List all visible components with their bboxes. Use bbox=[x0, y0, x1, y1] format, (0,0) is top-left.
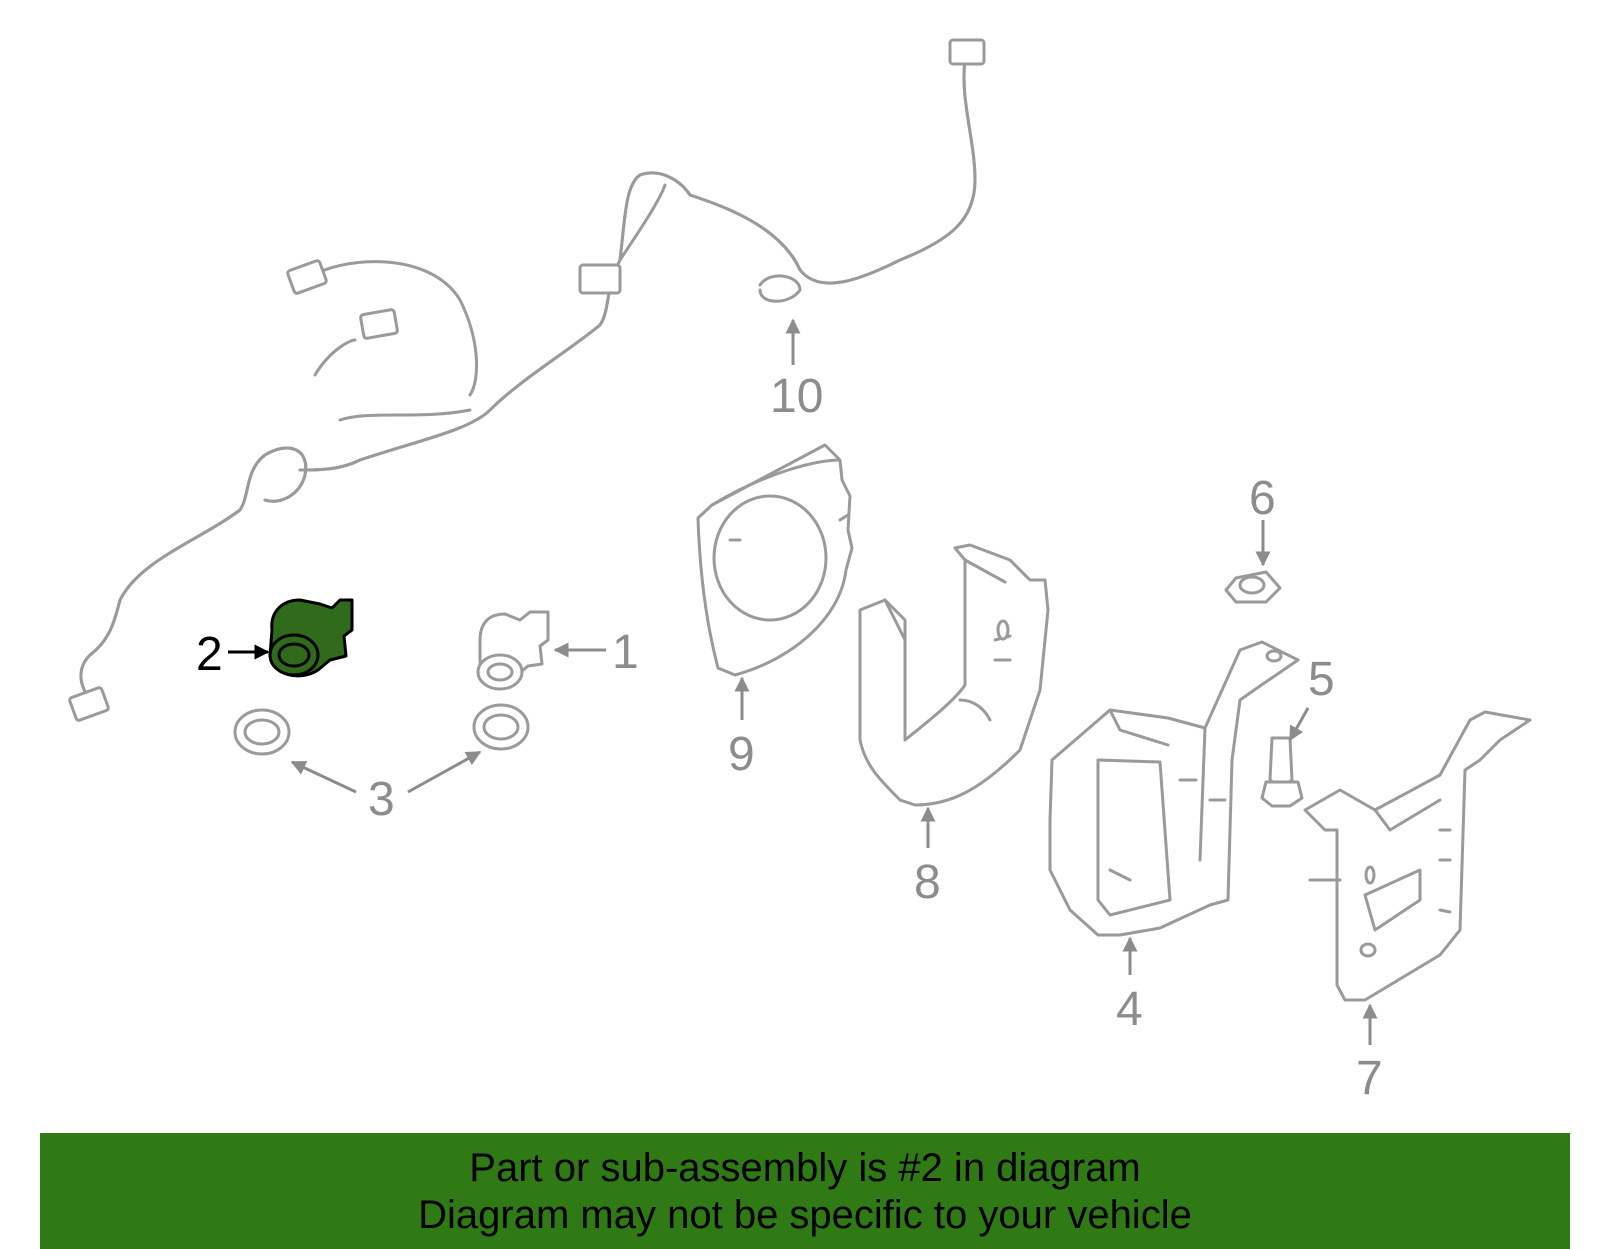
callout-4: 4 bbox=[1116, 983, 1143, 1036]
callout-2: 2 bbox=[196, 628, 223, 681]
nut[interactable] bbox=[1224, 570, 1282, 604]
callout-6: 6 bbox=[1249, 472, 1276, 525]
banner-line-2: Diagram may not be specific to your vehi… bbox=[418, 1193, 1192, 1237]
banner-line-1: Part or sub-assembly is #2 in diagram bbox=[469, 1146, 1141, 1190]
callout-3: 3 bbox=[368, 773, 395, 826]
parking-sensor[interactable] bbox=[476, 610, 550, 691]
sensor-seal-left[interactable] bbox=[233, 708, 291, 756]
callout-9: 9 bbox=[728, 728, 755, 781]
leader-lines bbox=[228, 318, 1378, 1045]
callout-5: 5 bbox=[1308, 653, 1335, 706]
parking-sensor-highlighted[interactable] bbox=[268, 598, 354, 678]
callout-1: 1 bbox=[612, 626, 639, 679]
callout-7: 7 bbox=[1356, 1052, 1383, 1105]
info-banner: Part or sub-assembly is #2 in diagram Di… bbox=[40, 1133, 1570, 1249]
wiring-harness bbox=[68, 38, 986, 722]
bolt[interactable] bbox=[1260, 736, 1304, 808]
sensor-seal-right[interactable] bbox=[472, 703, 530, 751]
bracket[interactable] bbox=[1303, 710, 1532, 1002]
sensor-bracket[interactable] bbox=[696, 443, 854, 677]
sensor-holder[interactable] bbox=[858, 543, 1050, 807]
mounting-bracket[interactable] bbox=[1048, 640, 1300, 937]
callout-10: 10 bbox=[770, 370, 823, 423]
callout-8: 8 bbox=[914, 856, 941, 909]
